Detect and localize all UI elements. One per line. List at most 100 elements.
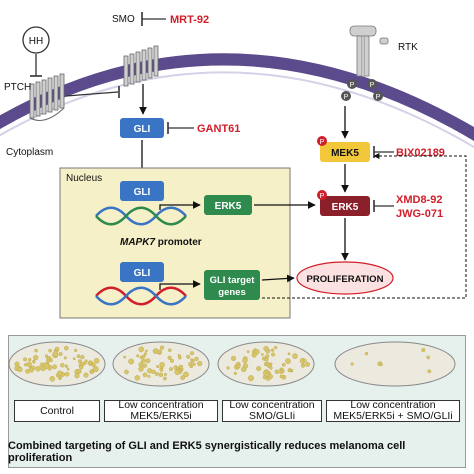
- rtk-receptor: [349, 25, 389, 77]
- colony-dot: [281, 362, 286, 367]
- colony-dot: [32, 360, 36, 364]
- mapk7-gene-name: MAPK7: [120, 237, 155, 248]
- bix02189-label: BIX02189: [396, 147, 445, 159]
- colony-dot: [247, 375, 254, 382]
- gli-target-line1: GLI target: [210, 275, 256, 286]
- erk5-phospho-label: P: [320, 193, 325, 200]
- condition-label-control: Control: [14, 400, 100, 422]
- colony-dot: [136, 354, 140, 358]
- colony-dot: [80, 355, 85, 360]
- colony-dot: [64, 364, 69, 368]
- svg-text:P: P: [344, 94, 349, 101]
- petri-dishes: [8, 341, 456, 387]
- colony-dot: [246, 350, 250, 354]
- colony-dot: [169, 367, 173, 371]
- cytoplasm-label: Cytoplasm: [6, 147, 53, 158]
- condition-smo-line2: SMO/GLIi: [248, 410, 296, 422]
- colony-dot: [40, 366, 46, 372]
- colony-dot: [197, 360, 203, 367]
- colony-dot: [63, 356, 67, 360]
- gli-cyto-label: GLI: [134, 124, 151, 135]
- proliferation-ellipse: [296, 261, 394, 295]
- colony-dot: [180, 367, 184, 371]
- dna2-to-target-arrow: [159, 280, 201, 290]
- colony-dot: [270, 348, 275, 352]
- colony-dot: [58, 376, 62, 381]
- gli-nucleus1-box: [120, 181, 164, 201]
- rtk-phospho-groups: P P P P: [341, 79, 383, 101]
- colony-dot: [264, 357, 269, 362]
- colony-dot: [271, 352, 276, 357]
- colony-dot: [300, 363, 306, 368]
- colony-dot: [159, 345, 165, 350]
- hh-ligand: [22, 26, 50, 54]
- petri-dish-control: [8, 341, 106, 387]
- target-to-proliferation-arrow: [261, 274, 295, 283]
- colony-dot: [49, 376, 56, 382]
- colony-dot: [156, 365, 160, 369]
- condition-label-combined: Low concentration MEK5/ERK5i + SMO/GLIi: [326, 400, 460, 422]
- colony-dot: [47, 356, 52, 360]
- rtk-label: RTK: [398, 42, 418, 53]
- svg-text:P: P: [376, 94, 381, 101]
- colony-dot: [230, 355, 236, 361]
- colony-dot: [236, 364, 241, 369]
- dna1-to-erk5-arrow: [159, 201, 201, 210]
- colony-dot: [421, 348, 426, 353]
- condition-label-mek5-erk5i: Low concentration MEK5/ERK5i: [104, 400, 218, 422]
- colony-dot: [305, 362, 310, 367]
- colony-dot: [162, 376, 167, 381]
- colony-dot: [92, 366, 99, 373]
- colony-dot: [192, 362, 196, 366]
- condition-mek5-line1: Low concentration: [118, 399, 204, 411]
- colony-dot: [138, 346, 145, 353]
- gli-nucleus1-label: GLI: [134, 187, 151, 198]
- colony-dot: [142, 372, 148, 378]
- colony-dot: [265, 354, 270, 359]
- colony-dot: [35, 366, 41, 372]
- colonies-mek5-erk5i: [123, 345, 203, 381]
- colony-dot: [154, 372, 159, 376]
- mrt92-label: MRT-92: [170, 14, 209, 26]
- ptch-label: PTCH: [4, 82, 31, 93]
- gli-cyto-box: [120, 118, 164, 138]
- feedback-dashed-arrow: [262, 153, 467, 299]
- colony-dot: [144, 349, 148, 353]
- colony-dot: [194, 356, 199, 361]
- colony-dot: [233, 371, 237, 375]
- colonies-combined: [350, 348, 432, 374]
- gli-target-line2: genes: [218, 287, 245, 298]
- colony-dot: [289, 369, 293, 372]
- dna-helix-1: [95, 206, 187, 226]
- colony-dot: [140, 358, 146, 364]
- figure-caption: Combined targeting of GLI and ERK5 syner…: [8, 440, 406, 464]
- colony-dot: [147, 374, 151, 378]
- gli-nucleus2-label: GLI: [134, 268, 151, 279]
- colony-dot: [147, 368, 153, 374]
- colony-dot: [251, 350, 255, 354]
- colony-dot: [190, 358, 194, 362]
- svg-text:P: P: [350, 82, 355, 89]
- colony-dot: [142, 363, 148, 368]
- condition-combined-line1: Low concentration: [350, 399, 436, 411]
- mapk7-promoter-suffix: promoter: [155, 237, 202, 248]
- erk5-right-label: ERK5: [332, 202, 359, 213]
- nucleus-label: Nucleus: [66, 173, 102, 184]
- colony-dot: [263, 345, 269, 352]
- colony-dot: [189, 351, 194, 356]
- colony-dot: [242, 357, 248, 364]
- gli-target-box: [204, 270, 260, 300]
- colony-dot: [52, 351, 59, 357]
- colony-dot: [159, 362, 165, 368]
- colony-dot: [28, 357, 32, 362]
- colony-dot: [151, 369, 156, 374]
- colony-dot: [79, 365, 84, 370]
- colony-dot: [52, 364, 57, 370]
- colony-dot: [77, 369, 82, 374]
- colony-dot: [177, 355, 182, 360]
- colony-dot: [17, 366, 23, 373]
- colony-dot: [28, 367, 34, 373]
- colony-dot: [90, 370, 95, 374]
- colony-dot: [285, 358, 291, 364]
- colony-dot: [84, 359, 88, 363]
